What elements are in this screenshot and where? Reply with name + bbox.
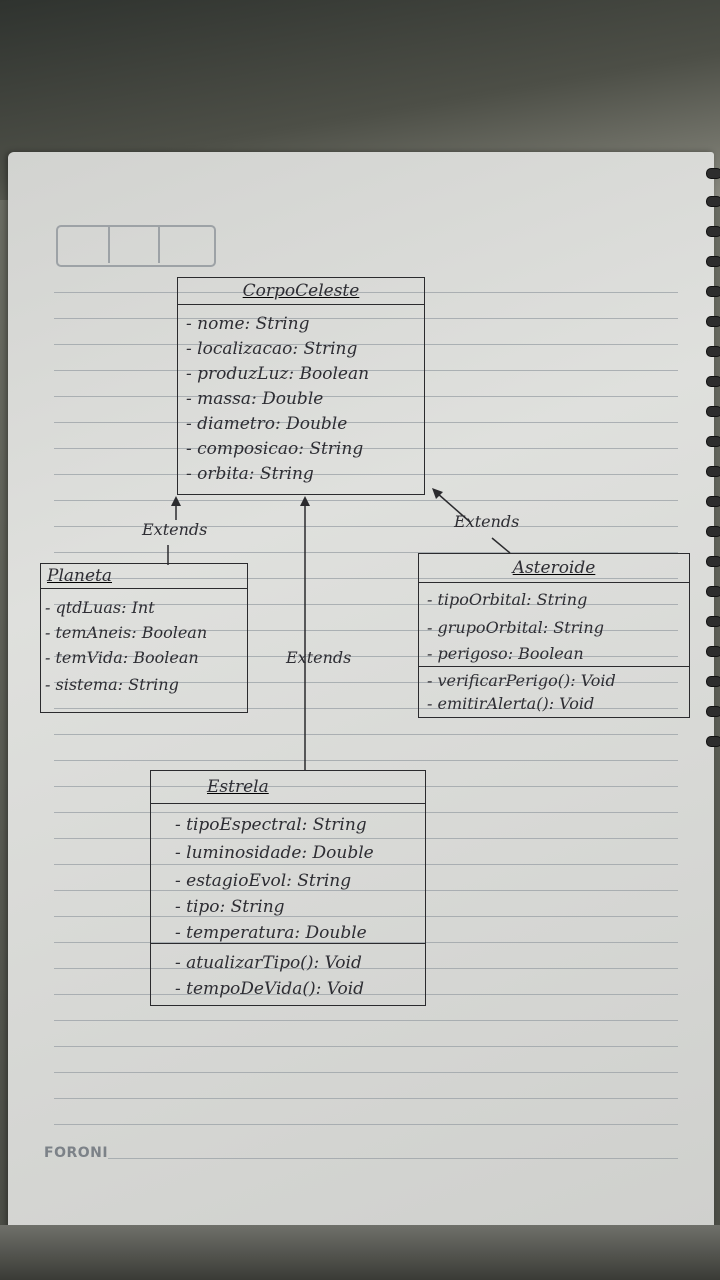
estrela-attribute: - tipoEspectral: String — [175, 815, 367, 835]
asteroide-method: - emitirAlerta(): Void — [427, 694, 595, 713]
ring — [706, 556, 720, 567]
ring — [706, 736, 720, 747]
floor-background — [0, 1225, 720, 1280]
ring — [706, 436, 720, 447]
corpo-celeste-attribute: - localizacao: String — [186, 339, 358, 359]
spiral-binding — [700, 160, 720, 920]
ring — [706, 196, 720, 207]
corpo-celeste-attribute: - nome: String — [186, 314, 310, 334]
ring — [706, 226, 720, 237]
corpo-celeste-attribute: - orbita: String — [186, 464, 314, 484]
ring — [706, 586, 720, 597]
asteroide-methods-divider — [419, 666, 689, 667]
ring — [706, 168, 720, 179]
class-planeta-title: Planeta — [41, 564, 247, 589]
class-corpo-celeste: CorpoCeleste - nome: String - localizaca… — [177, 277, 425, 495]
ring — [706, 286, 720, 297]
estrela-attribute: - temperatura: Double — [175, 923, 367, 943]
brand-logo: FORONI — [44, 1145, 109, 1161]
asteroide-attribute: - grupoOrbital: String — [427, 618, 604, 637]
asteroide-extends-label: Extends — [454, 512, 520, 531]
estrela-method: - atualizarTipo(): Void — [175, 953, 362, 973]
planeta-attribute: - temAneis: Boolean — [45, 623, 208, 642]
estrela-attribute: - luminosidade: Double — [175, 843, 374, 863]
ring — [706, 676, 720, 687]
notebook-page — [8, 152, 714, 1232]
corpo-celeste-attribute: - produzLuz: Boolean — [186, 364, 370, 384]
planeta-attribute: - qtdLuas: Int — [45, 598, 155, 617]
estrela-extends-label: Extends — [286, 648, 352, 667]
class-planeta: Planeta - qtdLuas: Int - temAneis: Boole… — [40, 563, 248, 713]
ring — [706, 346, 720, 357]
ring — [706, 616, 720, 627]
planeta-attribute: - sistema: String — [45, 675, 179, 694]
class-estrela: Estrela - tipoEspectral: String - lumino… — [150, 770, 426, 1006]
asteroide-attribute: - perigoso: Boolean — [427, 644, 584, 663]
estrela-attribute: - estagioEvol: String — [175, 871, 352, 891]
corpo-celeste-attribute: - diametro: Double — [186, 414, 348, 434]
ring — [706, 706, 720, 717]
ring — [706, 646, 720, 657]
class-estrela-title: Estrela — [151, 771, 425, 804]
ring — [706, 466, 720, 477]
class-corpo-celeste-title: CorpoCeleste — [178, 278, 424, 305]
planeta-extends-label: Extends — [142, 520, 208, 539]
ring — [706, 316, 720, 327]
estrela-method: - tempoDeVida(): Void — [175, 979, 365, 999]
ring — [706, 526, 720, 537]
date-box — [56, 225, 216, 267]
estrela-methods-divider — [151, 943, 425, 944]
ring — [706, 496, 720, 507]
estrela-attribute: - tipo: String — [175, 897, 285, 917]
ring — [706, 376, 720, 387]
class-asteroide-title: Asteroide — [419, 554, 689, 583]
class-asteroide: Asteroide - tipoOrbital: String - grupoO… — [418, 553, 690, 718]
corpo-celeste-attribute: - massa: Double — [186, 389, 324, 409]
asteroide-attribute: - tipoOrbital: String — [427, 590, 588, 609]
ring — [706, 256, 720, 267]
asteroide-method: - verificarPerigo(): Void — [427, 671, 616, 690]
planeta-attribute: - temVida: Boolean — [45, 648, 199, 667]
ruled-lines — [8, 0, 714, 1280]
corpo-celeste-attribute: - composicao: String — [186, 439, 364, 459]
ring — [706, 406, 720, 417]
